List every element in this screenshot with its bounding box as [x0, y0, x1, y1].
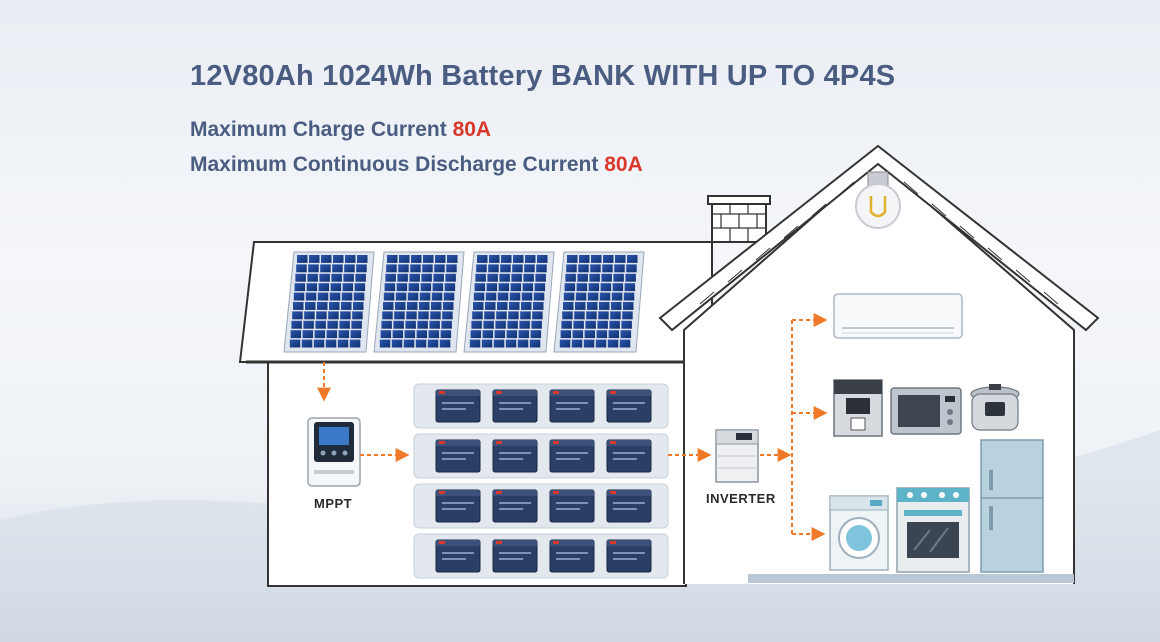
battery-icon [435, 489, 481, 523]
oven-icon [896, 487, 970, 573]
solar-panel-icon [463, 251, 555, 353]
battery-icon [549, 539, 595, 573]
battery-icon [492, 439, 538, 473]
charge-current-label: Maximum Charge Current [190, 118, 453, 141]
gable-roof [658, 144, 1100, 332]
pressure-cooker-icon [970, 384, 1020, 431]
battery-icon [549, 439, 595, 473]
battery-icon [435, 389, 481, 423]
battery-icon [549, 389, 595, 423]
battery-icon [606, 439, 652, 473]
battery-icon [606, 539, 652, 573]
inverter-label: INVERTER [706, 491, 776, 506]
battery-icon [606, 389, 652, 423]
battery-icon [435, 539, 481, 573]
light-bulb-icon [855, 171, 901, 229]
discharge-current-line: Maximum Continuous Discharge Current 80A [190, 153, 643, 177]
mppt-label: MPPT [314, 496, 353, 511]
charge-current-line: Maximum Charge Current 80A [190, 118, 491, 142]
floor [748, 574, 1074, 583]
battery-icon [492, 489, 538, 523]
inverter-icon [715, 429, 759, 483]
charge-current-value: 80A [452, 118, 492, 141]
battery-icon [492, 389, 538, 423]
battery-rack [413, 383, 669, 579]
washing-machine-icon [829, 495, 889, 571]
solar-panel-icon [373, 251, 465, 353]
mppt-controller-icon [307, 417, 361, 487]
microwave-icon [890, 387, 962, 435]
battery-icon [435, 439, 481, 473]
refrigerator-icon [980, 439, 1044, 573]
air-conditioner-icon [833, 293, 963, 339]
battery-icon [606, 489, 652, 523]
discharge-current-value: 80A [604, 153, 643, 176]
solar-panel-icon [283, 251, 375, 353]
solar-panel-array [283, 251, 645, 353]
battery-icon [492, 539, 538, 573]
battery-icon [549, 489, 595, 523]
page-title: 12V80Ah 1024Wh Battery BANK WITH UP TO 4… [190, 60, 896, 92]
chimney-icon [707, 195, 771, 243]
discharge-current-label: Maximum Continuous Discharge Current [190, 153, 605, 176]
solar-panel-icon [553, 251, 645, 353]
coffee-machine-icon [833, 379, 883, 437]
power-flow-arrows [317, 313, 828, 541]
